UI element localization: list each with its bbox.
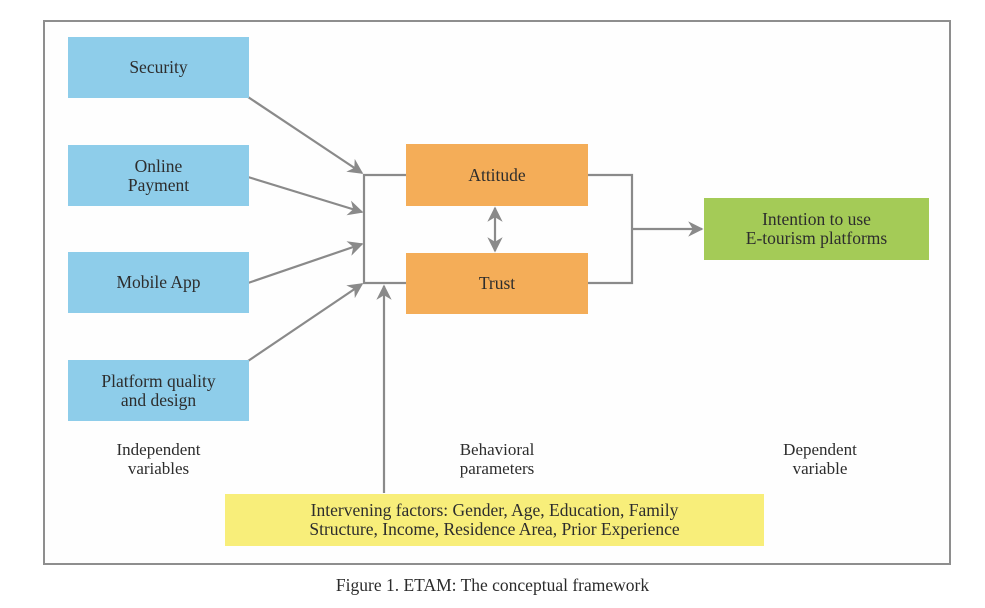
right-bracket xyxy=(588,173,634,285)
mobile-app-node: Mobile App xyxy=(68,252,249,313)
platform-quality-node: Platform quality and design xyxy=(68,360,249,421)
figure-caption: Figure 1. ETAM: The conceptual framework xyxy=(335,575,650,595)
behavioral-parameters-heading: Behavioral parameters xyxy=(459,440,535,478)
edge-security xyxy=(247,96,364,174)
intention-node: Intention to use E-tourism platforms xyxy=(704,198,929,260)
dependent-variable-heading: Dependent variable xyxy=(783,440,857,478)
intervening-factors-node: Intervening factors: Gender, Age, Educat… xyxy=(225,494,764,546)
trust-node: Trust xyxy=(406,253,588,314)
attitude-label: Attitude xyxy=(468,164,526,185)
security-node: Security xyxy=(68,37,249,98)
edge-platform-quality xyxy=(247,283,364,362)
attitude-node: Attitude xyxy=(406,144,588,206)
independent-variables-heading: Independent variables xyxy=(116,440,201,478)
online-payment-label: Online Payment xyxy=(127,155,190,195)
edge-online-payment xyxy=(247,175,364,216)
edge-mobile-app xyxy=(247,241,364,285)
left-bracket xyxy=(362,173,406,285)
platform-quality-label: Platform quality and design xyxy=(101,370,216,410)
security-label: Security xyxy=(129,57,188,77)
trust-label: Trust xyxy=(478,273,516,293)
intervening-factors-label: Intervening factors: Gender, Age, Educat… xyxy=(309,500,680,539)
mobile-app-label: Mobile App xyxy=(116,272,201,292)
online-payment-node: Online Payment xyxy=(68,145,249,206)
intention-label: Intention to use E-tourism platforms xyxy=(745,209,888,248)
